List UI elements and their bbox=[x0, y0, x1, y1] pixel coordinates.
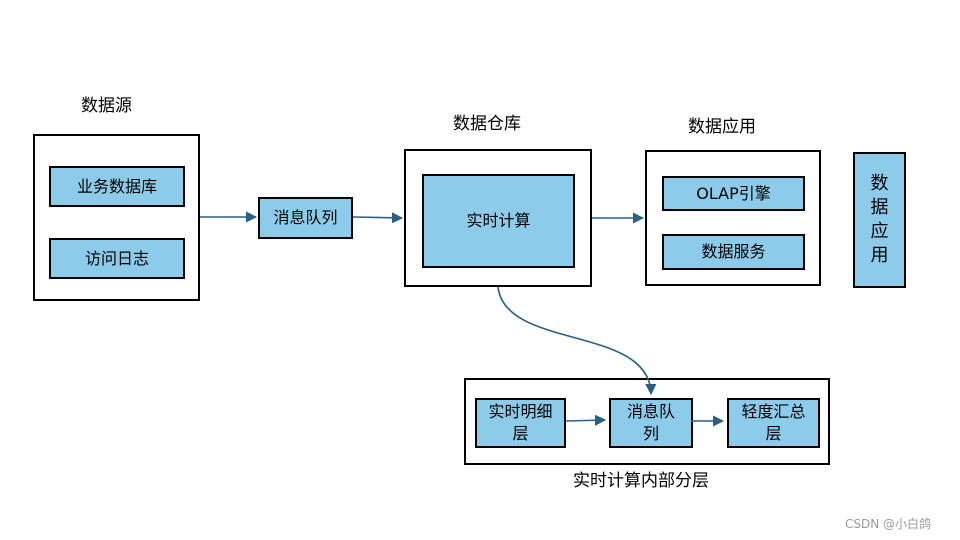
data-application-label: 数据应用 bbox=[688, 117, 756, 137]
watermark-text: CSDN @小白鸽 bbox=[845, 517, 932, 531]
light-summary-layer-text: 轻度汇总层 bbox=[741, 402, 806, 443]
data-warehouse-container: 实时计算 bbox=[404, 149, 592, 287]
data-warehouse-label: 数据仓库 bbox=[453, 114, 521, 134]
realtime-compute-box: 实时计算 bbox=[422, 174, 575, 268]
data-service-box: 数据服务 bbox=[662, 234, 805, 270]
olap-engine-box: OLAP引擎 bbox=[662, 176, 805, 211]
light-summary-layer-box: 轻度汇总层 bbox=[727, 398, 820, 448]
message-queue-text: 消息队列 bbox=[273, 208, 338, 227]
realtime-detail-layer-box: 实时明细层 bbox=[475, 398, 566, 448]
data-application-side-text: 数据应用 bbox=[870, 173, 889, 266]
data-application-side-box: 数据应用 bbox=[853, 152, 906, 288]
data-source-label: 数据源 bbox=[81, 96, 132, 116]
data-application-container: OLAP引擎 数据服务 bbox=[645, 150, 821, 286]
message-queue-box: 消息队列 bbox=[258, 197, 353, 239]
message-queue-inner-text: 消息队列 bbox=[626, 402, 675, 443]
data-source-container: 业务数据库 访问日志 bbox=[33, 134, 200, 301]
realtime-internal-layer-label: 实时计算内部分层 bbox=[573, 471, 709, 491]
business-db-box: 业务数据库 bbox=[49, 166, 185, 207]
data-service-text: 数据服务 bbox=[701, 242, 766, 261]
realtime-detail-layer-text: 实时明细层 bbox=[488, 402, 553, 443]
access-log-text: 访问日志 bbox=[84, 248, 149, 268]
access-log-box: 访问日志 bbox=[49, 238, 185, 279]
realtime-compute-text: 实时计算 bbox=[466, 211, 531, 230]
business-db-text: 业务数据库 bbox=[76, 176, 157, 196]
olap-engine-text: OLAP引擎 bbox=[696, 183, 771, 203]
realtime-internal-layer-container: 实时明细层 消息队列 轻度汇总层 bbox=[464, 378, 830, 465]
message-queue-inner-box: 消息队列 bbox=[609, 398, 693, 448]
arrow-queue-to-warehouse bbox=[352, 212, 404, 224]
